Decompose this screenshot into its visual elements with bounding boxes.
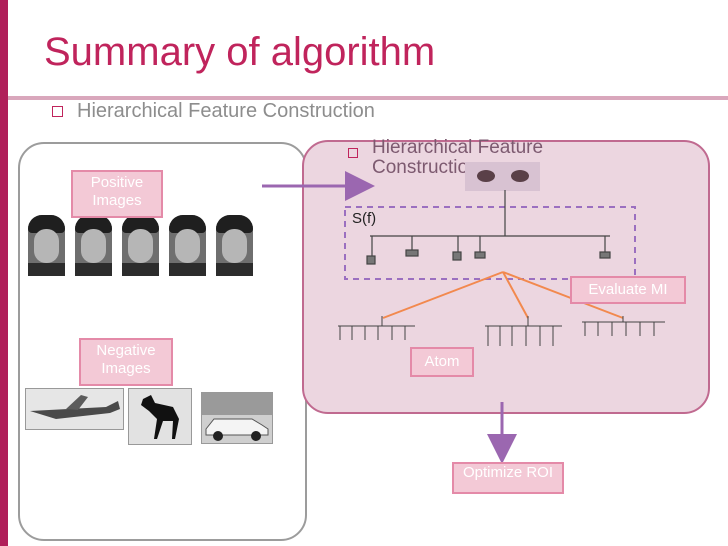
positive-face-image: [28, 215, 65, 276]
horse-image: [128, 388, 192, 445]
slide-bullet: Hierarchical Feature Construction: [52, 100, 375, 123]
eye-region-image: [465, 162, 540, 191]
evaluate-mi-label: Evaluate MI: [570, 276, 686, 304]
slide-bullet-text: Hierarchical Feature Construction: [77, 100, 375, 122]
positive-face-image: [122, 215, 159, 276]
panel-bullet-text: Hierarchical Feature Construction: [372, 137, 544, 178]
positive-face-image: [216, 215, 253, 276]
car-image: [201, 392, 273, 444]
optimize-roi-label: Optimize ROI: [452, 462, 564, 494]
evaluate-arrows: [382, 271, 624, 319]
feature-tree: [366, 190, 611, 265]
feature-selection-box: [344, 206, 636, 280]
feature-label: S(f): [352, 210, 377, 227]
positive-images-label: Positive Images: [71, 170, 163, 218]
airplane-image: [25, 388, 124, 430]
candidate-trees: [338, 316, 665, 346]
slide-title: Summary of algorithm: [44, 30, 436, 74]
atom-label: Atom: [410, 347, 474, 377]
bullet-square-icon: [348, 148, 358, 158]
negative-images-label: Negative Images: [79, 338, 173, 386]
bullet-square-icon: [52, 106, 63, 118]
positive-face-image: [75, 215, 112, 276]
positive-face-image: [169, 215, 206, 276]
left-accent-bar: [0, 0, 8, 546]
title-divider: [8, 96, 728, 100]
